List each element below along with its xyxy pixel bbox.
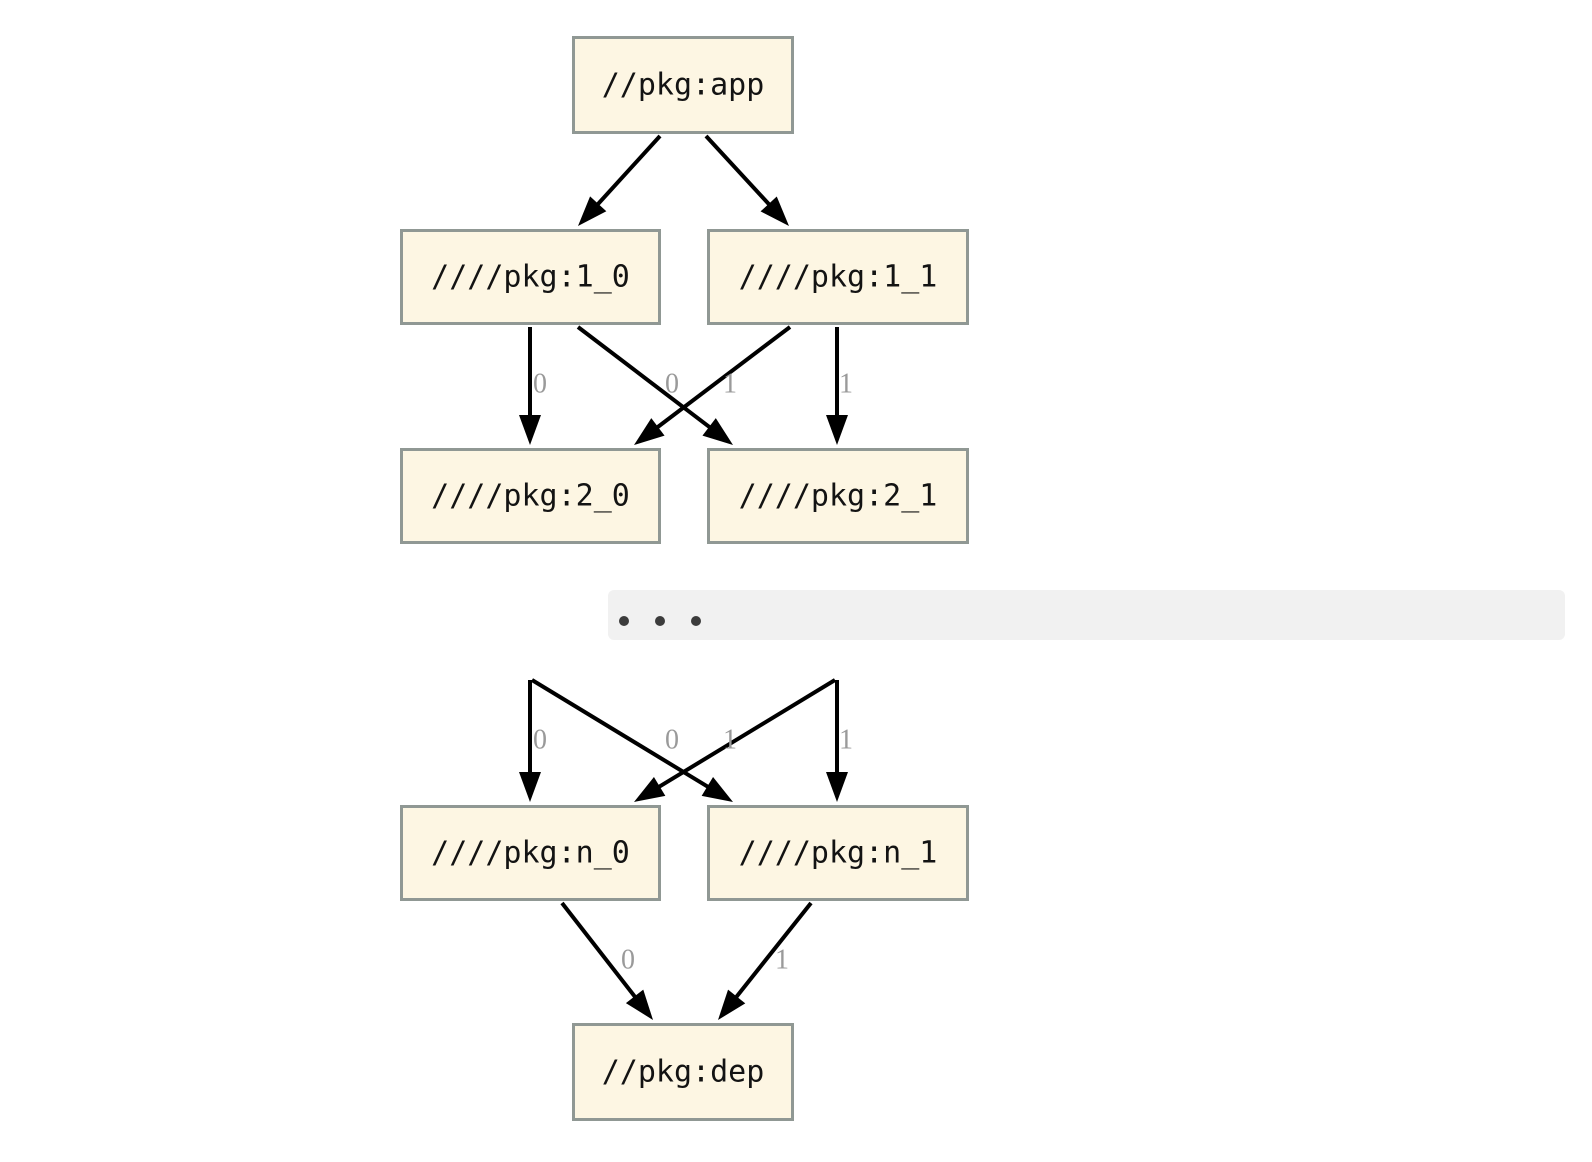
- edge-line: [704, 134, 775, 210]
- graph-edge: [578, 134, 662, 226]
- edge-label: 0: [665, 368, 679, 399]
- graph-edge: [634, 325, 792, 445]
- graph-edge: [826, 327, 848, 445]
- arrowhead-icon: [634, 777, 666, 802]
- ellipsis-dot: [655, 616, 665, 626]
- edge-line: [576, 325, 716, 433]
- ellipsis-band: [608, 590, 1565, 640]
- node-layer: //pkg:app ////pkg:1_0 ////pkg:1_1 ////pkg:2…: [400, 36, 969, 1121]
- node-label: ////pkg:2_1: [739, 479, 938, 514]
- ellipsis-dot: [691, 616, 701, 626]
- graph-node-l1_1[interactable]: ////pkg:1_1: [707, 229, 969, 325]
- node-box[interactable]: [400, 229, 661, 325]
- arrowhead-icon: [702, 418, 733, 445]
- ellipsis-dot: [619, 616, 629, 626]
- graph-edge: [530, 678, 733, 802]
- graph-edge: [576, 325, 733, 445]
- edge-line: [592, 134, 662, 210]
- graph-node-dep[interactable]: //pkg:dep: [572, 1023, 794, 1121]
- ellipsis-separator: [608, 590, 1565, 640]
- edge-label: 1: [775, 944, 789, 975]
- node-label: ////pkg:n_0: [431, 836, 630, 871]
- edge-line: [653, 678, 837, 792]
- arrowhead-icon: [718, 989, 746, 1020]
- edge-label: 0: [533, 368, 547, 399]
- node-box[interactable]: [400, 805, 661, 901]
- node-label: //pkg:dep: [602, 1055, 765, 1090]
- edge-line: [651, 325, 792, 433]
- graph-edge: [519, 327, 541, 445]
- edge-label: 1: [723, 368, 737, 399]
- graph-node-l2_1[interactable]: ////pkg:2_1: [707, 448, 969, 544]
- graph-edge: [718, 901, 813, 1020]
- graph-node-l2_0[interactable]: ////pkg:2_0: [400, 448, 661, 544]
- arrowhead-icon: [519, 415, 541, 445]
- node-box[interactable]: [400, 448, 661, 544]
- node-label: ////pkg:1_1: [739, 260, 938, 295]
- edge-label-layer: 0 0 1 1 0 0 1 1 0 1: [533, 368, 853, 975]
- graph-edge: [634, 678, 837, 802]
- edge-label: 0: [665, 724, 679, 755]
- node-box[interactable]: [707, 448, 969, 544]
- graph-edge: [826, 680, 848, 802]
- arrowhead-icon: [634, 418, 665, 445]
- node-label: //pkg:app: [602, 68, 765, 103]
- arrowhead-icon: [701, 777, 733, 802]
- node-label: ////pkg:2_0: [431, 479, 630, 514]
- edge-line: [560, 901, 640, 1003]
- edge-label: 0: [533, 724, 547, 755]
- edge-label: 1: [723, 724, 737, 755]
- graph-node-ln_1[interactable]: ////pkg:n_1: [707, 805, 969, 901]
- edge-label: 1: [839, 724, 853, 755]
- graph-node-l1_0[interactable]: ////pkg:1_0: [400, 229, 661, 325]
- node-box[interactable]: [572, 1023, 794, 1121]
- node-box[interactable]: [707, 805, 969, 901]
- graph-edge: [560, 901, 653, 1020]
- graph-edge: [519, 680, 541, 802]
- edge-line: [731, 901, 813, 1003]
- node-label: ////pkg:n_1: [739, 836, 938, 871]
- graph-edge: [704, 134, 789, 226]
- edge-label: 0: [621, 944, 635, 975]
- edge-layer: [519, 134, 848, 1020]
- node-label: ////pkg:1_0: [431, 260, 630, 295]
- arrowhead-icon: [625, 989, 653, 1020]
- edge-label: 1: [839, 368, 853, 399]
- arrowhead-icon: [826, 772, 848, 802]
- node-box[interactable]: [572, 36, 794, 134]
- graph-node-ln_0[interactable]: ////pkg:n_0: [400, 805, 661, 901]
- arrowhead-icon: [578, 196, 607, 226]
- graph-node-app[interactable]: //pkg:app: [572, 36, 794, 134]
- node-box[interactable]: [707, 229, 969, 325]
- arrowhead-icon: [826, 415, 848, 445]
- arrowhead-icon: [519, 772, 541, 802]
- arrowhead-icon: [760, 196, 789, 226]
